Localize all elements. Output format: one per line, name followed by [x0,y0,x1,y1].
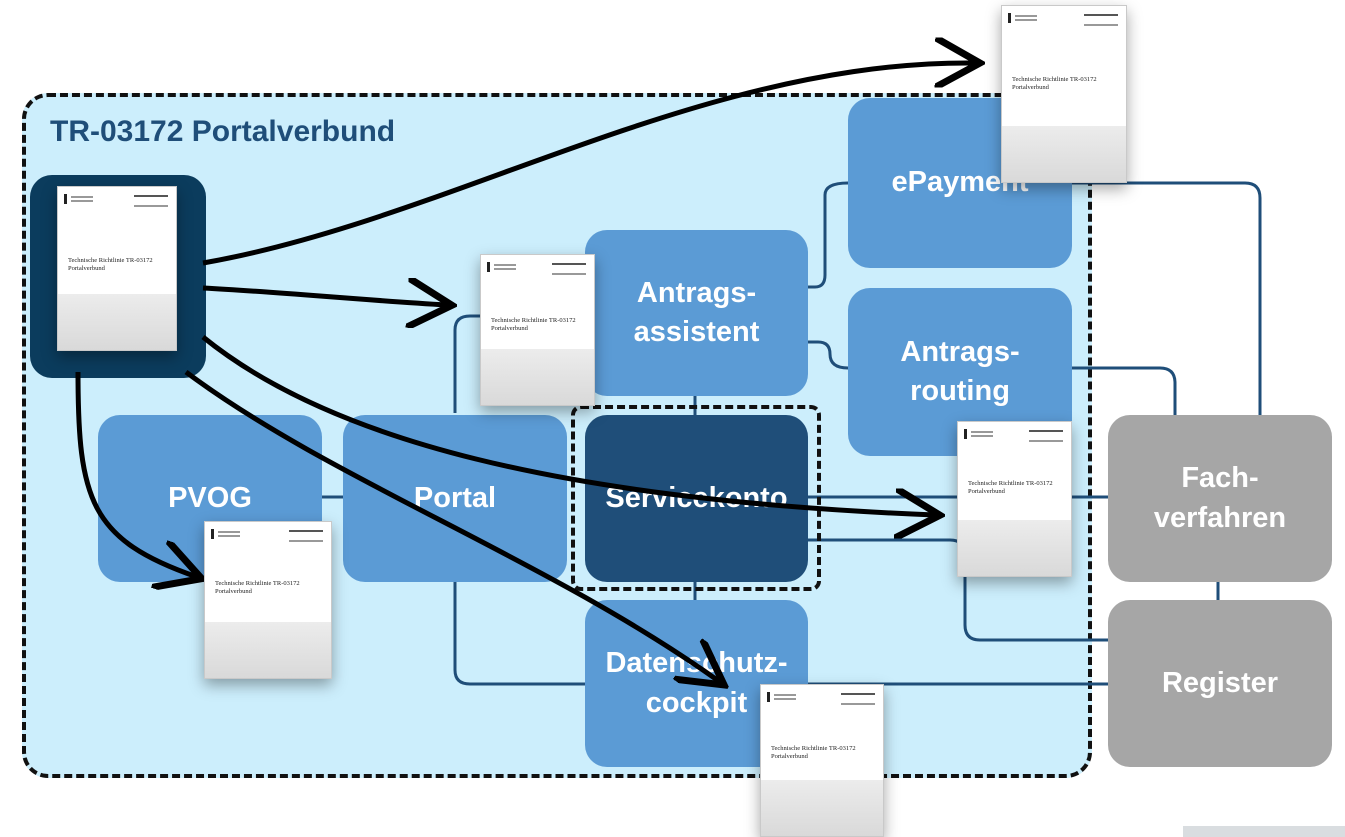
arrow-to-pvog [75,371,197,577]
servicekonto-dashed-frame [571,405,821,591]
document-servicekonto: Technische Richtlinie TR-03172 Portalver… [957,421,1072,577]
antragsrouting-label: Antrags- routing [900,335,1020,407]
line-epayment-fach [1072,181,1262,415]
arrow-to-datenschutz [184,369,720,682]
pvog-label: PVOG [168,481,252,514]
emblem-icon [964,429,998,439]
line-assistent-epayment [808,181,849,289]
wave-graphic [958,520,1071,576]
document-antragsassistent: Technische Richtlinie TR-03172 Portalver… [480,254,595,406]
portal-label: Portal [413,481,497,514]
emblem-icon [211,529,245,539]
document-title: Technische Richtlinie TR-03172 Portalver… [771,745,856,760]
emblem-icon [767,692,801,702]
document-datenschutzcockpit: Technische Richtlinie TR-03172 Portalver… [760,684,884,837]
line-assistent-routing [808,340,849,370]
antragsassistent-label: Antrags- assistent [633,276,760,348]
fachverfahren-label: Fach- verfahren [1153,462,1287,534]
document-title: Technische Richtlinie TR-03172 Portalver… [68,257,153,272]
wave-graphic [58,294,176,350]
wave-graphic [1002,126,1126,182]
servicekonto-box: Servicekonto [585,415,808,582]
arrow-to-antragsassistent [202,288,447,305]
emblem-icon [1008,13,1042,23]
region-title: TR-03172 Portalverbund [50,115,396,148]
publisher-mark [289,530,323,542]
document-title: Technische Richtlinie TR-03172 Portalver… [968,480,1053,495]
document-epayment: Technische Richtlinie TR-03172 Portalver… [1001,5,1127,183]
emblem-icon [64,194,98,204]
arrow-to-servicekonto [201,335,935,515]
wave-graphic [761,780,883,836]
arrow-to-epayment [202,63,975,266]
register-label: Register [1161,666,1279,699]
portal-box: Portal [343,415,567,582]
document-title: Technische Richtlinie TR-03172 Portalver… [1012,76,1097,91]
wave-graphic [205,622,331,678]
document-pvog: Technische Richtlinie TR-03172 Portalver… [204,521,332,679]
wave-graphic [481,349,594,405]
publisher-mark [841,693,875,705]
antragsassistent-box: Antrags- assistent [585,230,808,396]
document-title: Technische Richtlinie TR-03172 Portalver… [215,580,300,595]
line-portal-datenschutz [453,582,585,686]
epayment-box: ePayment [848,98,1072,268]
line-routing-fach [1072,366,1177,415]
main-document: Technische Richtlinie TR-03172 Portalver… [57,186,177,351]
publisher-mark [552,263,586,275]
document-title: Technische Richtlinie TR-03172 Portalver… [491,317,576,332]
publisher-mark [1029,430,1063,442]
emblem-icon [487,262,521,272]
publisher-mark [134,195,168,207]
register-box: Register [1108,600,1332,767]
corner-shape [1183,826,1345,837]
publisher-mark [1084,14,1118,26]
fachverfahren-box: Fach- verfahren [1108,415,1332,582]
line-servicekonto-register [808,538,1108,642]
